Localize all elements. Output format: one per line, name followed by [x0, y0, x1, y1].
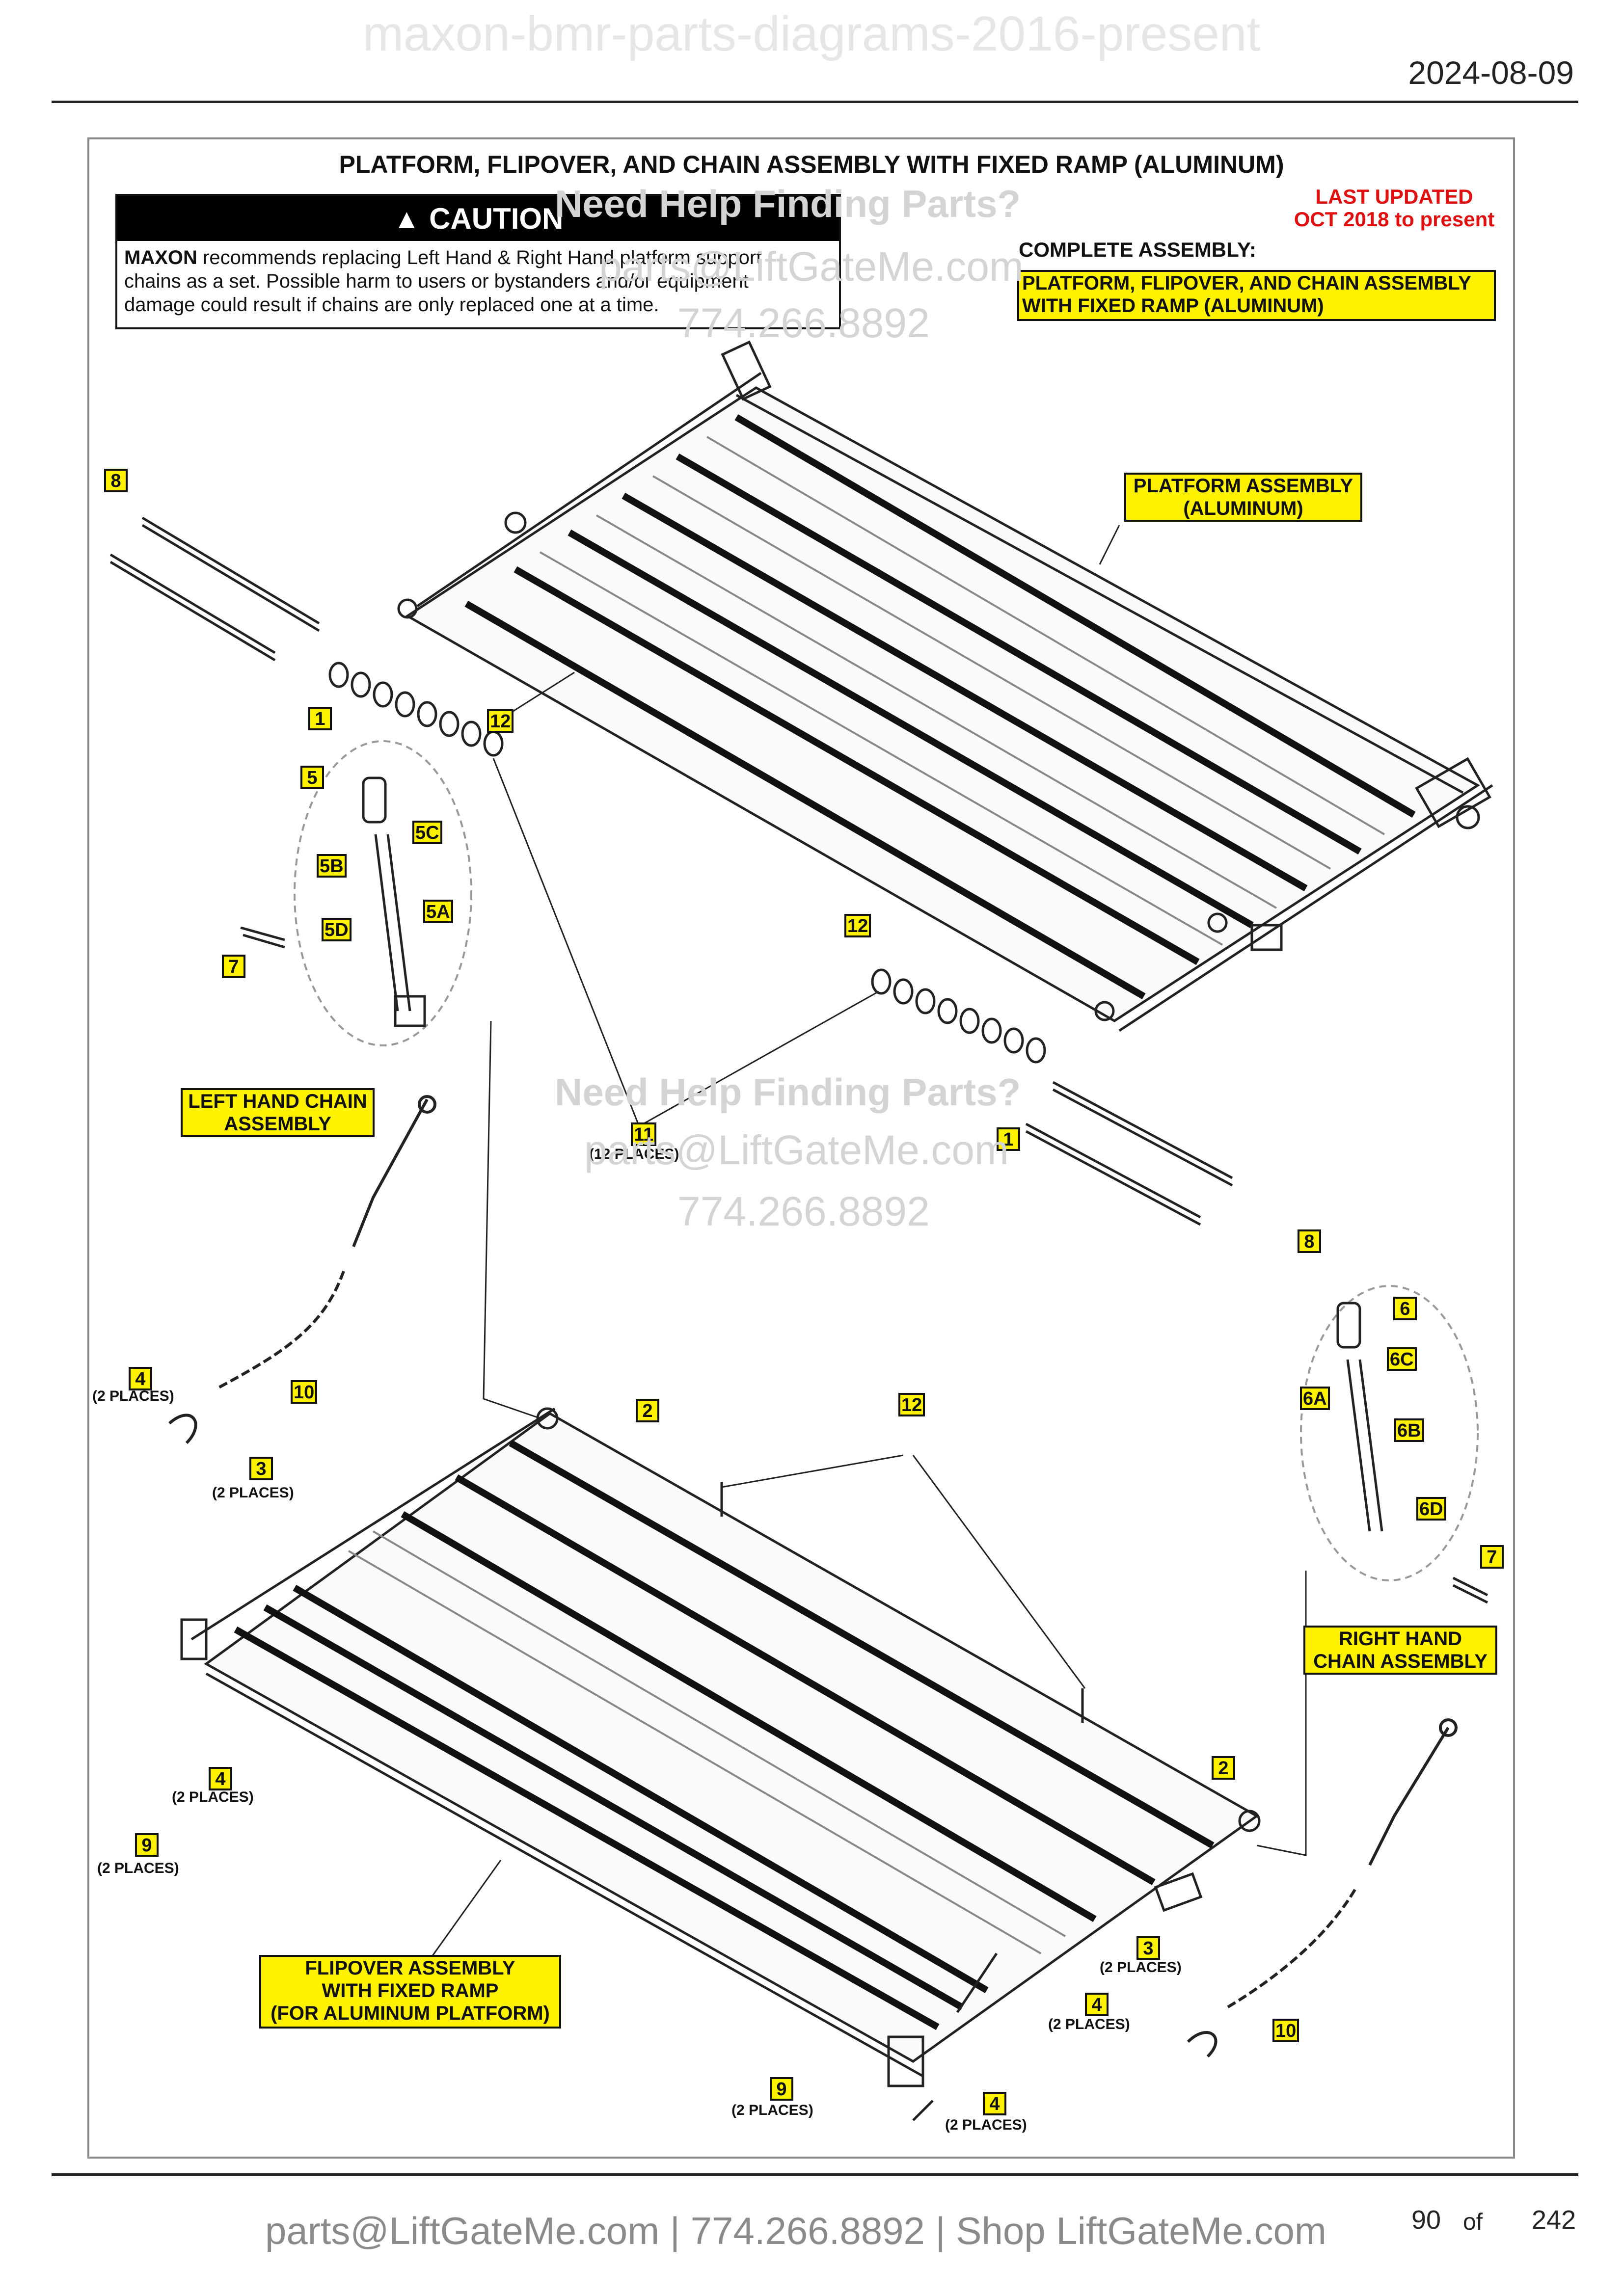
callout-10-left: 10: [291, 1380, 318, 1404]
footer-rule: [52, 2173, 1578, 2176]
left-chain-line1: LEFT HAND CHAIN: [188, 1091, 367, 1112]
callout-5: 5: [300, 766, 324, 789]
platform-assembly-drawing: [397, 340, 1493, 1032]
flipover-line3: (FOR ALUMINUM PLATFORM): [270, 2002, 550, 2024]
callout-1-lower: 1: [997, 1127, 1020, 1151]
page-current: 90: [1411, 2205, 1441, 2235]
caution-header: ▲ CAUTION: [117, 196, 839, 241]
callout-6: 6: [1393, 1297, 1417, 1320]
callout-8-upper: 8: [104, 469, 128, 492]
callout-4-b: 4: [209, 1767, 232, 1790]
bushings-lower-drawing: [871, 968, 1046, 1064]
warning-triangle-icon: ▲: [393, 203, 421, 234]
callout-3-right-places: (2 PLACES): [1100, 1959, 1182, 1976]
callout-6d: 6D: [1416, 1497, 1446, 1521]
right-chain-detail-outline: [1300, 1285, 1479, 1581]
caution-text: MAXON recommends replacing Left Hand & R…: [117, 241, 839, 321]
callout-4-d-places: (2 PLACES): [945, 2117, 1027, 2133]
watermark-phone-lower: 774.266.8892: [677, 1188, 930, 1234]
right-chain-assembly-label: RIGHT HAND CHAIN ASSEMBLY: [1303, 1626, 1497, 1675]
caution-text-line1: recommends replacing Left Hand & Right H…: [197, 247, 762, 268]
complete-assembly-line1: PLATFORM, FLIPOVER, AND CHAIN ASSEMBLY: [1022, 272, 1471, 294]
right-chain-line1: RIGHT HAND: [1338, 1628, 1462, 1650]
left-chain-line2: ASSEMBLY: [224, 1113, 331, 1135]
left-chain-drawing: [168, 1095, 436, 1444]
callout-5b: 5B: [317, 854, 347, 878]
platform-assembly-line1: PLATFORM ASSEMBLY: [1133, 475, 1353, 497]
callout-4-b-places: (2 PLACES): [172, 1789, 254, 1805]
watermark-help-upper: Need Help Finding Parts?: [555, 182, 1021, 225]
callout-1-upper: 1: [308, 707, 332, 730]
platform-assembly-line2: (ALUMINUM): [1183, 498, 1303, 519]
caution-heading: CAUTION: [429, 202, 564, 235]
callout-9-left: 9: [135, 1833, 159, 1857]
callout-4-a: 4: [129, 1367, 152, 1390]
document-date: 2024-08-09: [1408, 54, 1574, 91]
page-of: of: [1463, 2209, 1483, 2235]
right-chain-line2: CHAIN ASSEMBLY: [1313, 1651, 1488, 1672]
complete-assembly-label: COMPLETE ASSEMBLY:: [1019, 238, 1256, 261]
callout-11: 11: [631, 1122, 657, 1146]
callout-2-upper: 2: [636, 1399, 659, 1422]
callout-12-upper: 12: [487, 709, 514, 733]
callout-3-left: 3: [249, 1457, 273, 1480]
callout-4-a-places: (2 PLACES): [92, 1388, 174, 1404]
callout-3-left-places: (2 PLACES): [212, 1485, 294, 1501]
callout-7-right: 7: [1480, 1545, 1504, 1569]
header-rule: [52, 101, 1578, 103]
last-updated-line1: LAST UPDATED: [1315, 185, 1473, 208]
callout-12-mid: 12: [844, 914, 871, 937]
callout-4-d: 4: [983, 2092, 1006, 2115]
footer-contact: parts@LiftGateMe.com | 774.266.8892 | Sh…: [265, 2209, 1326, 2252]
header-watermark: maxon-bmr-parts-diagrams-2016-present: [362, 6, 1261, 61]
watermark-help-lower: Need Help Finding Parts?: [555, 1070, 1021, 1114]
callout-6b: 6B: [1394, 1418, 1424, 1442]
callout-12-lower: 12: [898, 1393, 925, 1416]
caution-text-line3: damage could result if chains are only r…: [124, 294, 659, 316]
watermark-phone-upper: 774.266.8892: [677, 300, 930, 346]
watermark-email-lower: parts@LiftGateMe.com: [584, 1127, 1009, 1173]
page-total: 242: [1532, 2205, 1576, 2235]
flipover-line2: WITH FIXED RAMP: [322, 1980, 499, 2002]
flipover-assembly-drawing: [180, 1407, 1261, 2121]
diagram-frame: [87, 137, 1515, 2159]
callout-2-lower: 2: [1212, 1756, 1235, 1780]
left-chain-assembly-label: LEFT HAND CHAIN ASSEMBLY: [181, 1088, 375, 1137]
callout-5d: 5D: [322, 918, 352, 941]
watermark-email-upper: parts@LiftGateMe.com: [599, 243, 1024, 290]
callout-8-lower: 8: [1298, 1229, 1321, 1253]
pin-8-lower-drawing: [1025, 1081, 1233, 1226]
flipover-assembly-label: FLIPOVER ASSEMBLY WITH FIXED RAMP (FOR A…: [259, 1955, 561, 2029]
callout-4-c-places: (2 PLACES): [1048, 2016, 1130, 2032]
callout-4-c: 4: [1085, 1993, 1109, 2016]
callout-5c: 5C: [412, 821, 442, 844]
bushings-upper-drawing: [328, 662, 504, 757]
left-chain-detail-outline: [294, 740, 472, 1046]
last-updated-line2: OCT 2018 to present: [1294, 208, 1495, 231]
flipover-line1: FLIPOVER ASSEMBLY: [305, 1957, 515, 1979]
complete-assembly-box: PLATFORM, FLIPOVER, AND CHAIN ASSEMBLY W…: [1017, 270, 1496, 321]
callout-3-right: 3: [1136, 1936, 1160, 1960]
callout-9-right: 9: [770, 2077, 793, 2101]
callout-5a: 5A: [423, 900, 453, 923]
right-chain-bracket-drawing: [1336, 1302, 1488, 1604]
callout-7-left: 7: [222, 955, 245, 978]
right-chain-drawing: [1187, 1718, 1458, 2058]
callout-6c: 6C: [1387, 1347, 1417, 1371]
caution-box: ▲ CAUTION MAXON recommends replacing Lef…: [115, 194, 841, 329]
callout-6a: 6A: [1300, 1387, 1330, 1410]
caution-text-line2: chains as a set. Possible harm to users …: [124, 270, 749, 292]
complete-assembly-line2: WITH FIXED RAMP (ALUMINUM): [1022, 295, 1324, 317]
callout-9-left-places: (2 PLACES): [97, 1860, 179, 1876]
pin-8-upper-drawing: [109, 516, 320, 662]
diagram-title: PLATFORM, FLIPOVER, AND CHAIN ASSEMBLY W…: [339, 151, 1284, 178]
callout-11-places: (12 PLACES): [589, 1146, 679, 1162]
last-updated-note: LAST UPDATED OCT 2018 to present: [1286, 186, 1502, 231]
callout-10-right: 10: [1272, 2019, 1299, 2042]
left-chain-bracket-drawing: [240, 776, 426, 1027]
platform-assembly-label: PLATFORM ASSEMBLY (ALUMINUM): [1124, 473, 1362, 522]
caution-brand: MAXON: [124, 247, 197, 268]
callout-9-right-places: (2 PLACES): [731, 2102, 813, 2118]
